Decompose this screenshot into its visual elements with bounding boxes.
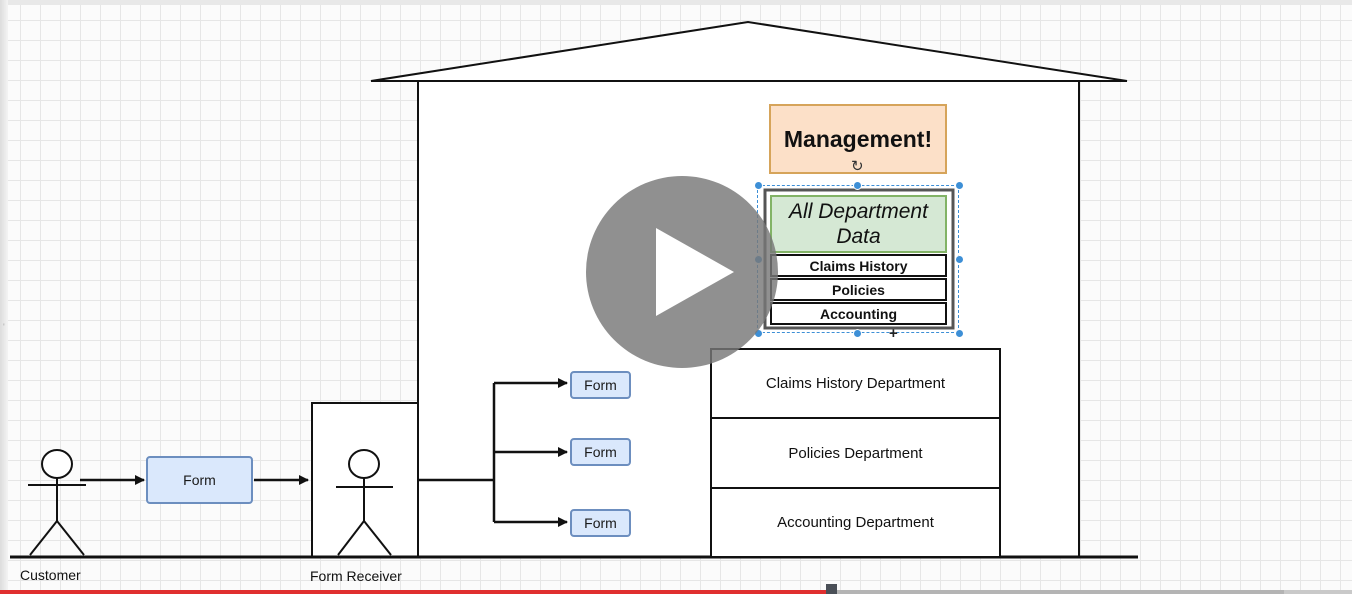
video-progress-bar[interactable] <box>0 584 1352 594</box>
customer-label: Customer <box>20 567 81 583</box>
customer-form-chip[interactable]: Form <box>146 456 253 504</box>
dept-accounting[interactable]: Accounting Department <box>777 514 934 531</box>
routed-form-2[interactable]: Form <box>570 438 631 466</box>
dept-box-accounting <box>710 487 1001 558</box>
edge-tick: ' <box>3 322 5 332</box>
top-border <box>0 0 1352 5</box>
form-receiver-label: Form Receiver <box>310 568 402 584</box>
resize-handle-bm[interactable] <box>853 329 862 338</box>
data-row-claims-history[interactable]: Claims History <box>770 254 947 277</box>
progress-played <box>0 590 831 594</box>
customer-figure <box>28 449 86 556</box>
play-icon <box>656 228 734 316</box>
resize-handle-tm[interactable] <box>853 181 862 190</box>
routed-form-3[interactable]: Form <box>570 509 631 537</box>
progress-scrubber[interactable] <box>826 584 837 594</box>
resize-handle-mr[interactable] <box>955 255 964 264</box>
resize-handle-tr[interactable] <box>955 181 964 190</box>
routed-form-1[interactable]: Form <box>570 371 631 399</box>
rotate-icon[interactable]: ↻ <box>851 158 864 175</box>
dept-claims-history[interactable]: Claims History Department <box>765 375 946 392</box>
progress-buffered <box>831 590 1284 594</box>
play-button[interactable] <box>586 176 778 368</box>
management-box[interactable]: Management! <box>769 104 947 174</box>
move-icon[interactable]: + <box>889 325 898 342</box>
resize-handle-br[interactable] <box>955 329 964 338</box>
resize-handle-tl[interactable] <box>754 181 763 190</box>
data-row-accounting[interactable]: Accounting <box>770 302 947 325</box>
all-department-data-box[interactable]: All Department Data <box>770 195 947 253</box>
left-border <box>0 0 8 594</box>
dept-box-policies <box>710 417 1001 489</box>
dept-policies[interactable]: Policies Department <box>788 444 923 462</box>
house-roof <box>370 20 1128 82</box>
data-row-policies[interactable]: Policies <box>770 278 947 301</box>
receiver-figure <box>336 449 393 556</box>
selection-box[interactable] <box>757 185 959 333</box>
